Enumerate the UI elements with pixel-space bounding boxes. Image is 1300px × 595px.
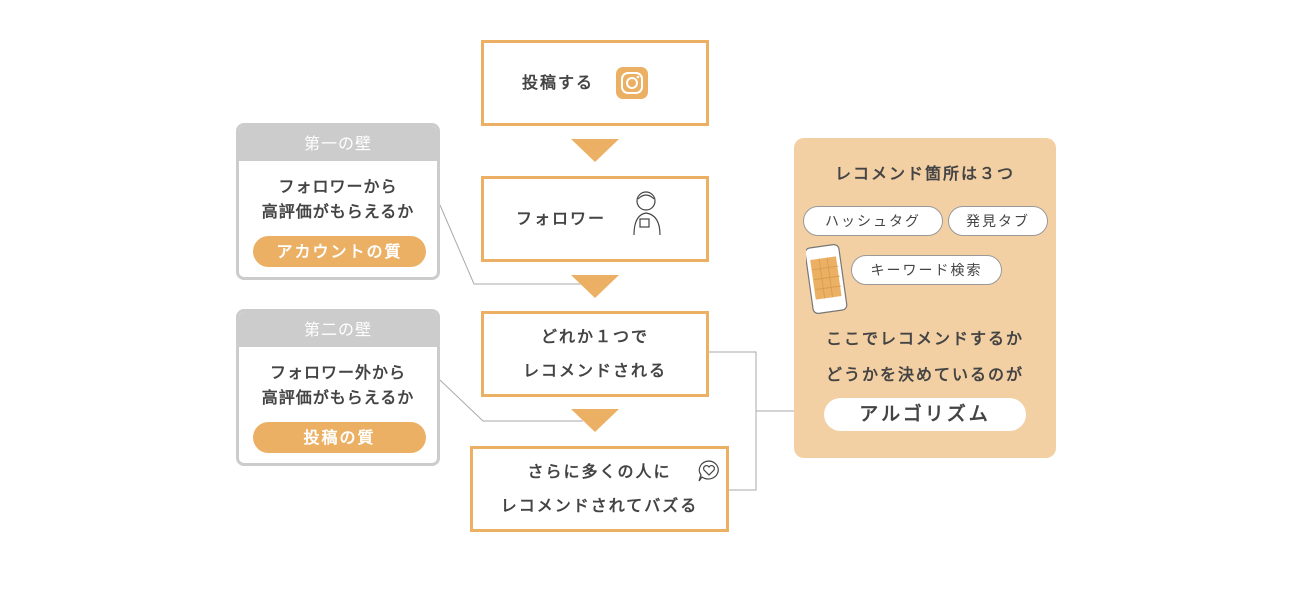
connector-panel [709,351,757,491]
flow-step-line: レコメンドされる [522,361,667,380]
arrow-down-icon [571,139,619,162]
tag-explore-tab: 発見タブ [948,206,1048,236]
smartphone-icon [804,244,852,320]
wall-quality-pill: アカウントの質 [253,236,426,267]
instagram-icon [616,67,648,99]
algorithm-label: アルゴリズム [824,398,1026,431]
recommend-panel: レコメンド箇所は３つ ハッシュタグ 発見タブ キーワード検索 ここでレコメンドす… [794,138,1056,458]
wall-quality-pill: 投稿の質 [253,422,426,453]
panel-desc-line: ここでレコメンドするか [825,329,1024,348]
arrow-down-icon [571,275,619,298]
connector-wall2 [439,379,583,422]
arrow-down-icon [571,409,619,432]
wall-card-second: 第二の壁 フォロワー外から 高評価がもらえるか 投稿の質 [236,309,440,466]
flow-step-label: フォロワー [515,209,606,228]
panel-desc-line: どうかを決めているのが [825,365,1024,384]
tag-keyword-search: キーワード検索 [851,255,1002,285]
flow-step-line: さらに多くの人に [527,462,672,481]
panel-title: レコメンド箇所は３つ [834,164,1015,183]
wall-text-line: 高評価がもらえるか [261,388,415,407]
wall-card-first: 第一の壁 フォロワーから 高評価がもらえるか アカウントの質 [236,123,440,280]
flow-step-line: レコメンドされてバズる [500,496,699,515]
wall-text-line: フォロワー外から [269,363,406,382]
tag-hashtag: ハッシュタグ [803,206,943,236]
heart-speech-bubble-icon [696,458,722,488]
wall-text-line: 高評価がもらえるか [261,202,415,221]
panel-description: ここでレコメンドするか どうかを決めているのが [794,321,1056,393]
flow-step-recommended: どれか１つで レコメンドされる [481,311,709,397]
flow-step-post: 投稿する [481,40,709,126]
flow-step-buzz: さらに多くの人に レコメンドされてバズる [470,446,729,532]
flow-step-line: どれか１つで [540,327,649,346]
flow-step-label: 投稿する [521,73,594,92]
flow-step-follower: フォロワー [481,176,709,262]
connector-wall1 [439,204,583,285]
person-with-phone-icon [630,189,664,249]
wall-text-line: フォロワーから [278,177,398,196]
wall-title: 第一の壁 [239,126,437,161]
wall-title: 第二の壁 [239,312,437,347]
